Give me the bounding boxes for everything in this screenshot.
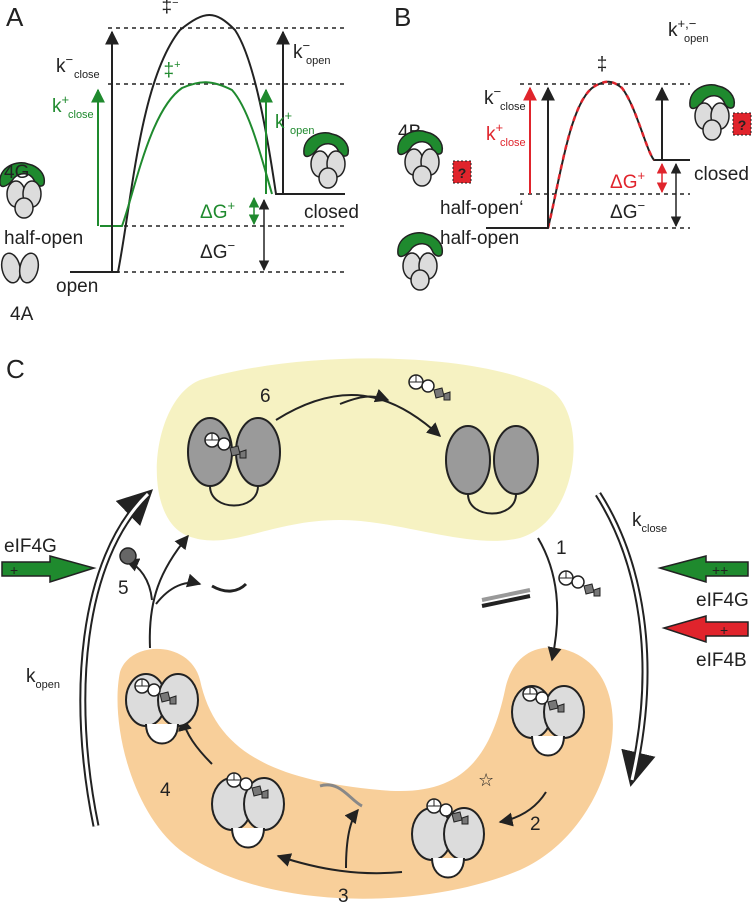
- k-open-double-arrow-inner: [81, 492, 150, 827]
- panel-b-label: B: [394, 2, 411, 32]
- step-6: 6: [260, 386, 271, 407]
- panel-a: A ‡− ‡+ k−close k+close k−open k+open ΔG…: [0, 0, 359, 325]
- b-4b-complex-icon: [404, 148, 440, 187]
- eif4g-left-sign: +: [10, 562, 18, 578]
- step-5: 5: [118, 578, 129, 599]
- step5-pi-arrow: [124, 558, 153, 601]
- b-k-close-plus-label: k+close: [486, 120, 526, 149]
- eif4b-arrow-icon: [661, 615, 749, 644]
- label-half-open: half-open: [4, 228, 83, 249]
- eif4b-label: eIF4B: [696, 650, 747, 671]
- step3-arrow: [276, 853, 403, 875]
- step6-arrow: [275, 394, 442, 437]
- energy-curve-green: [100, 81, 273, 227]
- k-close-label: kclose: [632, 510, 667, 535]
- panel-b: B ‡ k−close k+close k+,−open ΔG+ ΔG− 4B …: [394, 2, 752, 291]
- step5-arrow: [148, 534, 189, 649]
- k-close-plus-label: k+close: [52, 92, 94, 121]
- step5-rna-arrow: [155, 573, 202, 605]
- k-close-minus-label: k−close: [56, 52, 100, 81]
- b-dg-minus-label: ΔG−: [610, 198, 645, 223]
- star-icon: ☆: [478, 770, 494, 790]
- k-open-plus-label: k+open: [275, 108, 314, 137]
- ts-black-label: ‡−: [161, 0, 178, 17]
- closed-complex-icon: [310, 150, 346, 189]
- b-k-open-label: k+,−open: [668, 16, 708, 45]
- eif4g-left-arrow-icon: [1, 555, 97, 584]
- k-close-double-arrow-inner: [596, 493, 647, 781]
- b-ts-label: ‡: [597, 54, 608, 75]
- label-closed: closed: [304, 202, 359, 223]
- b-dg-plus-label: ΔG+: [610, 168, 645, 193]
- energy-curve-black: [70, 14, 345, 273]
- panel-c-label: C: [6, 354, 25, 384]
- open-4a-icon: [0, 250, 42, 286]
- step1-arrow: [537, 537, 562, 662]
- label-4a: 4A: [10, 304, 34, 325]
- label-open: open: [56, 276, 98, 297]
- half-open-complex-icon: [6, 180, 42, 219]
- k-open-label: kopen: [26, 666, 60, 691]
- step-4: 4: [160, 780, 171, 801]
- step3-release-arrow: [344, 808, 359, 869]
- b-question-icon-1: [452, 160, 472, 184]
- eif4g-left-label: eIF4G: [4, 536, 57, 557]
- ts-green-label: ‡+: [163, 59, 180, 81]
- eif4g-right-arrow-icon: [657, 555, 749, 584]
- released-strand-icon: [211, 582, 248, 593]
- b-k-close-minus-label: k−close: [484, 84, 526, 113]
- b-label-half-open-prime: half-open‘: [440, 198, 523, 219]
- label-4g: 4G: [4, 162, 29, 183]
- b-closed-complex-icon: [694, 102, 730, 141]
- eif4b-sign: +: [720, 622, 728, 638]
- b-question-icon-2: [732, 112, 752, 136]
- b-closed-hat-icon: [689, 84, 736, 110]
- step-1: 1: [556, 538, 567, 559]
- b-label-half-open: half-open: [440, 228, 519, 249]
- eif4g-right-label: eIF4G: [696, 590, 749, 611]
- step-3: 3: [338, 886, 349, 907]
- b-half-open-hat-icon: [397, 232, 444, 258]
- step6-release-arrow: [339, 389, 390, 405]
- panel-a-label: A: [6, 2, 24, 32]
- panel-c: C 6 1 kclose ++ eIF4G + eIF4B 2 ☆: [1, 354, 749, 907]
- step-2: 2: [530, 814, 541, 835]
- eif4g-right-sign: ++: [712, 562, 728, 578]
- b-label-closed: closed: [694, 164, 749, 185]
- phosphate-icon: [119, 547, 137, 565]
- step2-arrow: [498, 791, 547, 827]
- step1-rna-grey-icon: [481, 588, 531, 602]
- b-energy-curve-red: [546, 80, 656, 229]
- b-half-open-complex-icon: [402, 252, 438, 291]
- step1-rna-icon: [481, 594, 531, 608]
- yellow-band: [156, 358, 574, 541]
- k-open-minus-label: k−open: [293, 38, 330, 67]
- dg-plus-label: ΔG+: [200, 198, 235, 223]
- released-rna-icon: [319, 783, 363, 808]
- step1-ligand-icon: [558, 570, 601, 597]
- dg-minus-label: ΔG−: [200, 238, 235, 263]
